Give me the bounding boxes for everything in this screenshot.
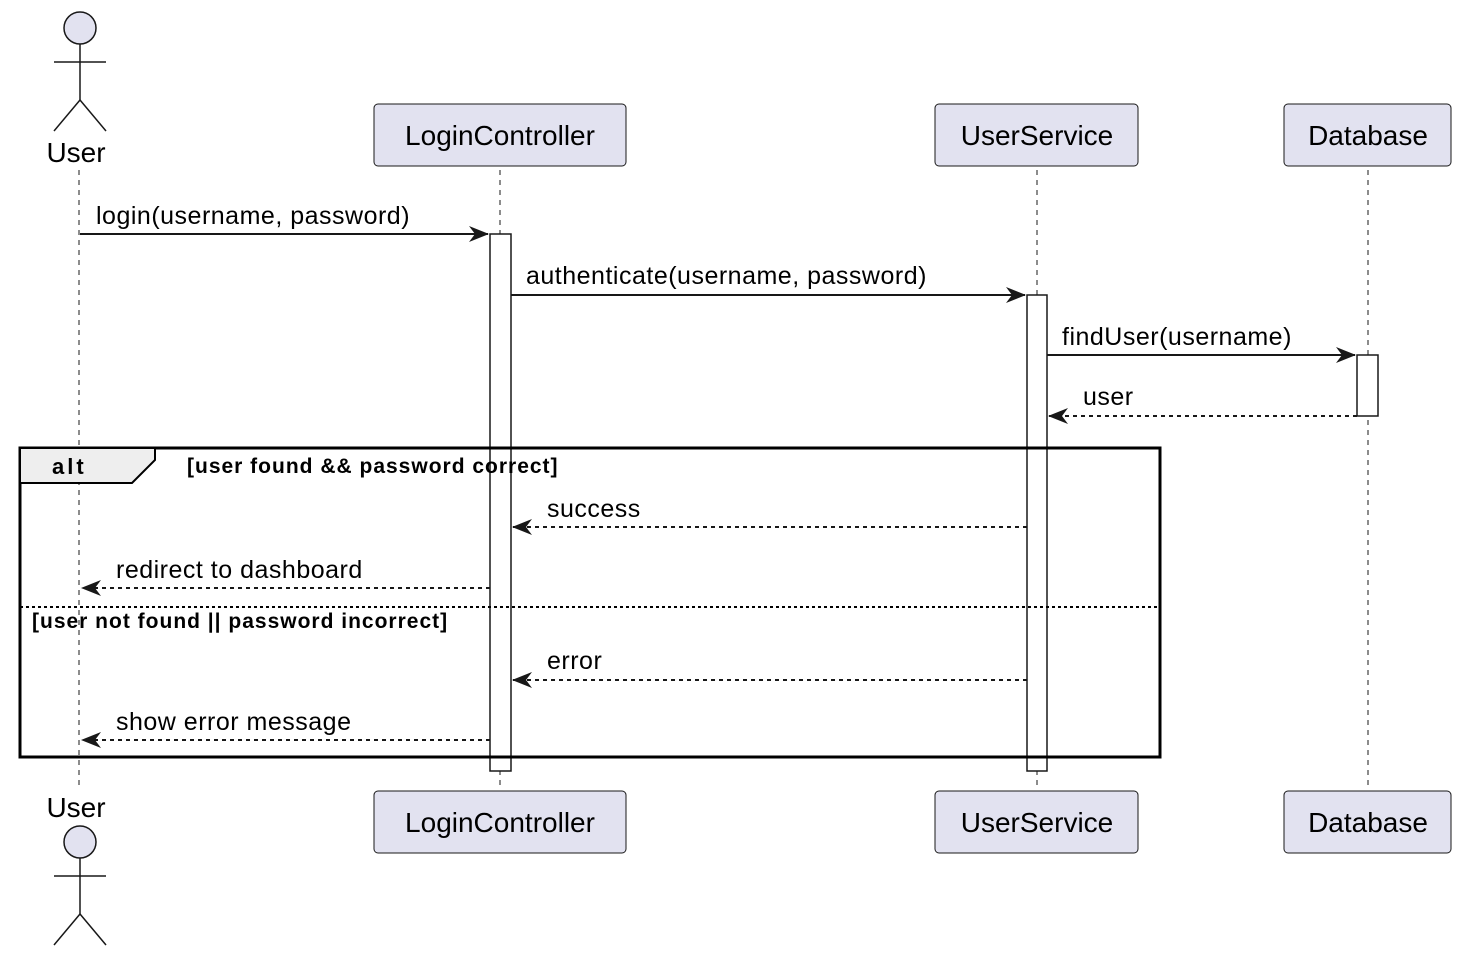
participant-user-service-bottom: UserService bbox=[934, 790, 1139, 854]
message-label: authenticate(username, password) bbox=[526, 262, 927, 290]
actor-user-top: User bbox=[46, 11, 107, 168]
actor-head-icon bbox=[63, 11, 97, 45]
participant-login-controller-top: LoginController bbox=[373, 103, 627, 167]
actor-user-bottom: User bbox=[46, 792, 107, 946]
message-label: show error message bbox=[116, 708, 351, 736]
frame-guard-1: [user found && password correct] bbox=[187, 455, 559, 478]
activation-database bbox=[1356, 354, 1379, 417]
message-success: success bbox=[512, 495, 1027, 535]
alt-frame: alt [user found && password correct] [us… bbox=[18, 446, 1162, 759]
actor-label-user-bottom: User bbox=[46, 792, 105, 823]
actor-label-user-top: User bbox=[46, 137, 105, 168]
participant-label: LoginController bbox=[405, 807, 595, 838]
message-error: error bbox=[512, 647, 1027, 688]
message-label: error bbox=[547, 647, 602, 675]
actor-head-icon bbox=[63, 825, 97, 859]
participant-label: Database bbox=[1308, 807, 1428, 838]
participant-label: UserService bbox=[961, 807, 1113, 838]
participant-login-controller-bottom: LoginController bbox=[373, 790, 627, 854]
participant-label: LoginController bbox=[405, 120, 595, 151]
message-label: findUser(username) bbox=[1062, 323, 1292, 351]
message-login: login(username, password) bbox=[80, 202, 489, 242]
message-show-error: show error message bbox=[81, 708, 490, 748]
frame-keyword: alt bbox=[52, 454, 87, 479]
message-label: success bbox=[547, 495, 641, 523]
frame-tab bbox=[19, 447, 156, 484]
participant-user-service-top: UserService bbox=[934, 103, 1139, 167]
frame-guard-2: [user not found || password incorrect] bbox=[32, 610, 448, 633]
message-redirect: redirect to dashboard bbox=[81, 556, 490, 596]
message-authenticate: authenticate(username, password) bbox=[511, 262, 1026, 303]
message-label: redirect to dashboard bbox=[116, 556, 363, 584]
participant-label: UserService bbox=[961, 120, 1113, 151]
participant-database-top: Database bbox=[1283, 103, 1452, 167]
message-label: login(username, password) bbox=[96, 202, 410, 230]
message-label: user bbox=[1083, 383, 1134, 411]
participant-database-bottom: Database bbox=[1283, 790, 1452, 854]
participant-label: Database bbox=[1308, 120, 1428, 151]
message-find-user: findUser(username) bbox=[1047, 323, 1356, 363]
activation-user-service bbox=[1026, 294, 1048, 772]
activation-login-controller bbox=[489, 233, 512, 772]
message-user-return: user bbox=[1048, 383, 1357, 424]
